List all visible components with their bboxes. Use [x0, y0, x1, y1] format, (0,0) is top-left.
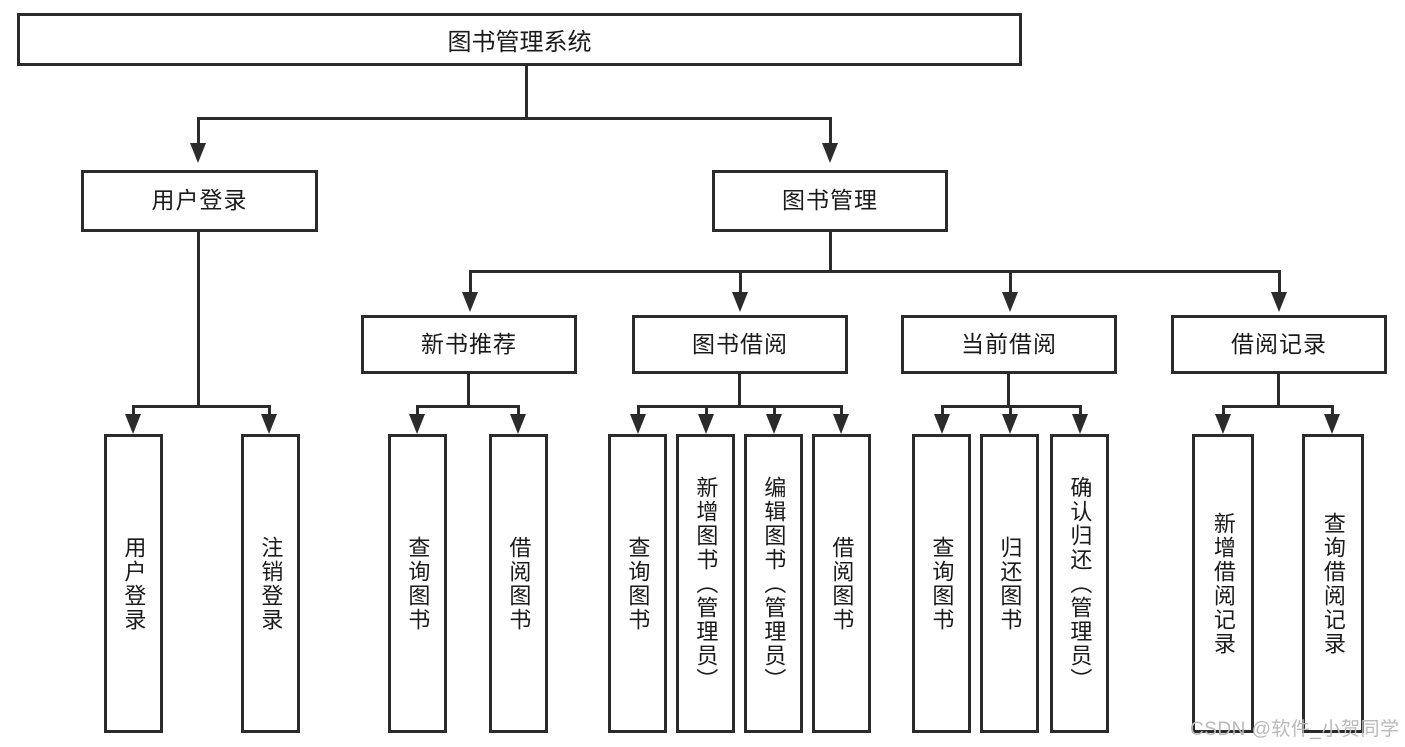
arrow-query-record	[1324, 414, 1340, 434]
node-label: 图书借阅	[692, 330, 788, 357]
arrow-current-borrow	[1002, 292, 1018, 312]
edge-drop-book-manage	[829, 117, 832, 143]
edge-drop-book-borrow	[739, 270, 742, 293]
edge-drop-borrow-record	[1278, 270, 1281, 293]
arrow-return-book	[1002, 414, 1018, 434]
edge-new-book-recommend-stem	[467, 374, 470, 405]
edge-drop-new-book-recommend	[469, 270, 472, 293]
leaf-confirm-return-admin[interactable]: 确认归还（管理员）	[1050, 434, 1109, 733]
leaf-label: 查询图书	[929, 535, 955, 632]
leaf-label: 新增借阅记录	[1210, 511, 1236, 656]
leaf-label: 注销登录	[258, 535, 284, 632]
arrow-confirm-return	[1072, 414, 1088, 434]
node-label: 图书管理	[782, 187, 878, 214]
arrow-borrow-book-1	[510, 414, 526, 434]
arrow-query-book-3	[934, 414, 950, 434]
edge-root-stem	[525, 66, 528, 117]
node-label: 图书管理系统	[447, 29, 592, 56]
leaf-label: 借阅图书	[506, 535, 532, 632]
edge-drop-user-login	[197, 117, 200, 143]
leaf-add-borrow-record[interactable]: 新增借阅记录	[1192, 434, 1254, 733]
leaf-query-book-borrow[interactable]: 查询图书	[608, 434, 667, 733]
edge-new-book-recommend-bus	[416, 405, 520, 408]
leaf-edit-book-admin[interactable]: 编辑图书（管理员）	[744, 434, 803, 733]
edge-drop-borrow-book-2	[840, 405, 843, 416]
arrow-leaf-logout	[261, 414, 277, 434]
edge-drop-query-book-2	[637, 405, 640, 416]
edge-drop-leaf-logout	[268, 405, 271, 416]
node-book-management[interactable]: 图书管理	[712, 170, 948, 232]
edge-drop-confirm-return	[1079, 405, 1082, 416]
arrow-book-borrow	[732, 292, 748, 312]
arrow-book-manage	[822, 143, 838, 163]
arrow-query-book-1	[409, 414, 425, 434]
arrow-leaf-user-login	[125, 414, 141, 434]
node-root-book-management-system[interactable]: 图书管理系统	[17, 13, 1022, 66]
leaf-borrow-book-recommend[interactable]: 借阅图书	[489, 434, 548, 733]
edge-level1-bus	[197, 117, 832, 120]
arrow-user-login	[190, 143, 206, 163]
arrow-add-book	[698, 414, 714, 434]
leaf-label: 查询图书	[405, 535, 431, 632]
leaf-label: 编辑图书（管理员）	[761, 475, 787, 692]
edge-drop-edit-book	[773, 405, 776, 416]
leaf-query-book-recommend[interactable]: 查询图书	[388, 434, 447, 733]
edge-drop-add-record	[1222, 405, 1225, 416]
leaf-label: 用户登录	[121, 535, 147, 632]
edge-drop-return-book	[1009, 405, 1012, 416]
edge-drop-borrow-book-1	[517, 405, 520, 416]
edge-book-borrow-stem	[738, 374, 741, 405]
leaf-borrow-book-borrow[interactable]: 借阅图书	[812, 434, 871, 733]
leaf-logout-login[interactable]: 注销登录	[241, 434, 300, 733]
edge-level2-bus	[469, 270, 1281, 273]
leaf-return-book[interactable]: 归还图书	[980, 434, 1039, 733]
leaf-query-book-current[interactable]: 查询图书	[912, 434, 971, 733]
csdn-watermark: CSDN @软件_小贺同学	[1190, 714, 1399, 741]
edge-drop-leaf-user-login	[132, 405, 135, 416]
leaf-query-borrow-record[interactable]: 查询借阅记录	[1302, 434, 1364, 733]
edge-borrow-record-stem	[1277, 374, 1280, 405]
edge-drop-add-book	[705, 405, 708, 416]
leaf-label: 查询图书	[625, 535, 651, 632]
edge-drop-current-borrow	[1009, 270, 1012, 293]
arrow-query-book-2	[630, 414, 646, 434]
leaf-label: 归还图书	[997, 535, 1023, 632]
edge-user-login-bus	[132, 405, 270, 408]
leaf-label: 借阅图书	[829, 535, 855, 632]
node-borrow-record[interactable]: 借阅记录	[1171, 315, 1387, 374]
arrow-borrow-record	[1271, 292, 1287, 312]
node-label: 用户登录	[151, 187, 248, 214]
node-user-login[interactable]: 用户登录	[81, 170, 318, 232]
leaf-label: 确认归还（管理员）	[1067, 475, 1093, 692]
arrow-new-book-recommend	[462, 292, 478, 312]
leaf-label: 查询借阅记录	[1320, 511, 1346, 656]
node-new-book-recommend[interactable]: 新书推荐	[361, 315, 577, 374]
leaf-user-login[interactable]: 用户登录	[104, 434, 163, 733]
arrow-add-record	[1215, 414, 1231, 434]
watermark-text: CSDN @软件_小贺同学	[1190, 719, 1400, 740]
edge-drop-query-record	[1331, 405, 1334, 416]
edge-book-borrow-bus	[637, 405, 842, 408]
node-label: 借阅记录	[1231, 330, 1327, 357]
edge-drop-query-book-1	[416, 405, 419, 416]
node-label: 当前借阅	[961, 330, 1057, 357]
arrow-borrow-book-2	[833, 414, 849, 434]
arrow-edit-book	[766, 414, 782, 434]
edge-user-login-stem	[197, 232, 200, 405]
edge-current-borrow-stem	[1007, 374, 1010, 405]
leaf-label: 新增图书（管理员）	[693, 475, 719, 692]
leaf-add-book-admin[interactable]: 新增图书（管理员）	[676, 434, 735, 733]
edge-drop-query-book-3	[941, 405, 944, 416]
node-book-borrow[interactable]: 图书借阅	[632, 315, 848, 374]
node-label: 新书推荐	[421, 330, 517, 357]
node-current-borrow[interactable]: 当前借阅	[901, 315, 1117, 374]
edge-borrow-record-bus	[1222, 405, 1334, 408]
edge-book-manage-stem	[829, 232, 832, 270]
